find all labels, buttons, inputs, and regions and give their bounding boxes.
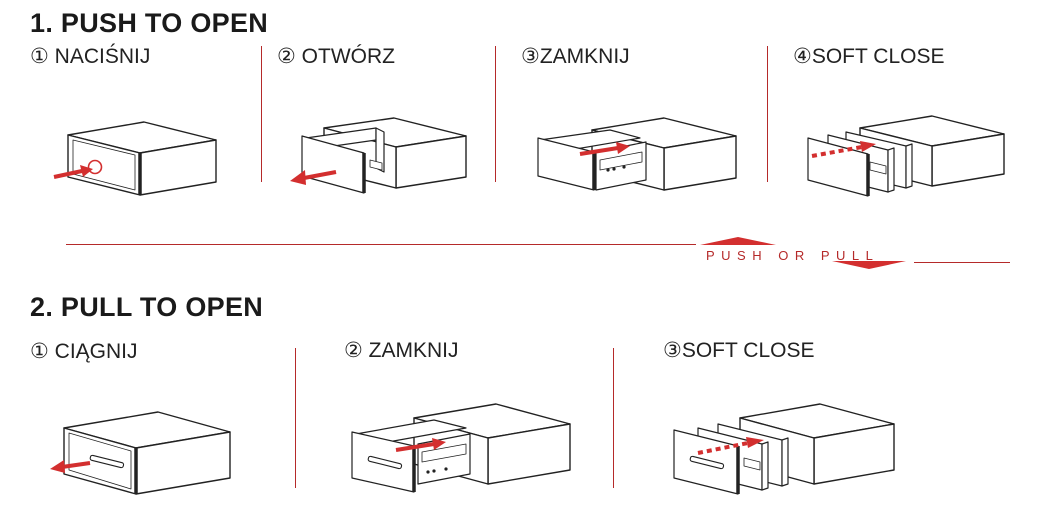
push-point-icon <box>87 159 103 175</box>
step-label-press: ① NACIŚNIJ <box>30 45 151 68</box>
drawer-closing-illustration <box>351 403 571 493</box>
push-or-pull-label: PUSH OR PULL <box>706 248 879 263</box>
step-label-close: ② ZAMKNIJ <box>344 339 459 362</box>
arrow-down-icon <box>832 261 906 269</box>
or-label: OR <box>778 248 811 263</box>
arrow-right-icon <box>432 438 446 450</box>
drawer-soft-close-illustration <box>673 403 895 495</box>
drawer-opening-illustration <box>290 117 467 194</box>
step-divider <box>767 46 768 182</box>
section-title-push-to-open: 1. PUSH TO OPEN <box>30 8 269 38</box>
step-divider <box>261 46 262 182</box>
arrow-right-icon <box>746 437 764 448</box>
step-divider <box>495 46 496 182</box>
section-title-pull-to-open: 2. PULL TO OPEN <box>30 292 264 322</box>
arrow-right-icon <box>616 142 630 154</box>
arrow-right-icon <box>860 141 876 152</box>
step-divider <box>613 348 614 488</box>
step-label-soft-close: ③SOFT CLOSE <box>663 339 815 362</box>
arrow-left-icon <box>50 460 65 473</box>
push-label: PUSH <box>706 248 769 263</box>
step-divider <box>295 348 296 488</box>
drawer-closing-illustration <box>537 117 737 191</box>
separator-line-right <box>914 262 1010 263</box>
separator-line-left <box>66 244 696 245</box>
arrow-left-icon <box>290 170 306 185</box>
step-label-close: ③ZAMKNIJ <box>521 45 630 68</box>
step-label-soft-close: ④SOFT CLOSE <box>793 45 945 68</box>
drawer-closed-pull-illustration <box>50 411 231 495</box>
drawer-soft-close-illustration <box>807 115 1005 197</box>
arrow-up-icon <box>700 237 776 245</box>
pull-label: PULL <box>820 248 880 263</box>
drawer-closed-press-illustration <box>53 121 217 196</box>
step-label-pull: ① CIĄGNIJ <box>30 340 138 363</box>
step-label-open: ② OTWÓRZ <box>277 45 395 68</box>
arrow-right-icon <box>80 165 93 177</box>
